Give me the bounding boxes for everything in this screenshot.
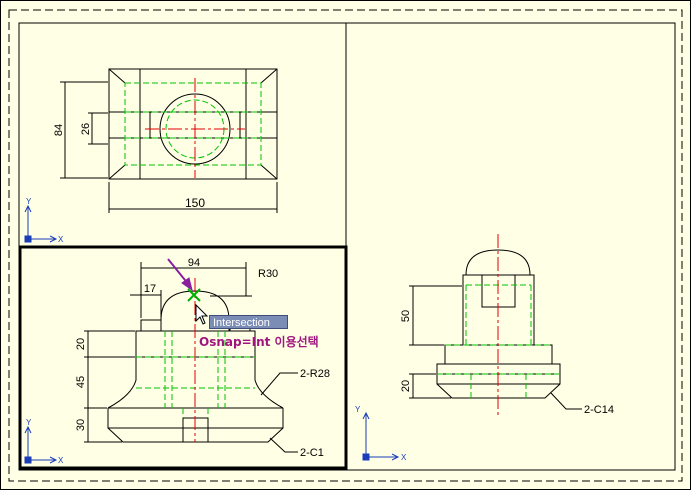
dim-26: 26 xyxy=(80,123,92,135)
callout-c1: 2-C1 xyxy=(300,447,324,459)
dim-r30: R30 xyxy=(258,268,278,280)
dim-50: 50 xyxy=(400,310,412,322)
top-view-dimensions xyxy=(60,81,278,213)
ucs-x-label-3: X xyxy=(401,453,407,462)
sheet-border xyxy=(8,9,683,482)
dim-84: 84 xyxy=(53,124,65,136)
dim-45: 45 xyxy=(75,376,87,388)
ucs-icon-top-left xyxy=(24,204,58,243)
osnap-intersection-marker[interactable] xyxy=(187,288,201,302)
dim-20-front: 20 xyxy=(75,338,87,350)
dim-150: 150 xyxy=(185,196,205,210)
ucs-y-label-3: Y xyxy=(355,405,361,414)
side-view-dimensions xyxy=(409,285,582,410)
top-view-outline xyxy=(108,68,278,180)
callout-r28: 2-R28 xyxy=(300,368,330,380)
top-view-hidden-lines xyxy=(124,82,262,166)
ucs-x-label-2: X xyxy=(58,456,64,465)
front-view-dimensions xyxy=(84,262,298,453)
osnap-note: Osnap=Int 이용선택 xyxy=(199,335,319,349)
ucs-icon-right xyxy=(362,411,400,461)
ucs-icon-bottom-left xyxy=(24,425,58,464)
ucs-x-label: X xyxy=(58,235,64,244)
dim-94: 94 xyxy=(188,257,200,269)
active-viewport[interactable] xyxy=(18,245,348,470)
top-view xyxy=(108,68,278,180)
osnap-tooltip: Intersection xyxy=(209,315,288,329)
ucs-y-label-2: Y xyxy=(26,418,32,427)
ucs-y-label: Y xyxy=(26,197,32,206)
dim-30: 30 xyxy=(75,419,87,431)
callout-c14: 2-C14 xyxy=(584,404,614,416)
pointer-arrow xyxy=(167,258,193,292)
dim-17: 17 xyxy=(144,283,156,295)
mouse-cursor-icon xyxy=(195,303,209,325)
top-view-center-lines xyxy=(145,78,245,178)
dim-20-side: 20 xyxy=(400,380,412,392)
